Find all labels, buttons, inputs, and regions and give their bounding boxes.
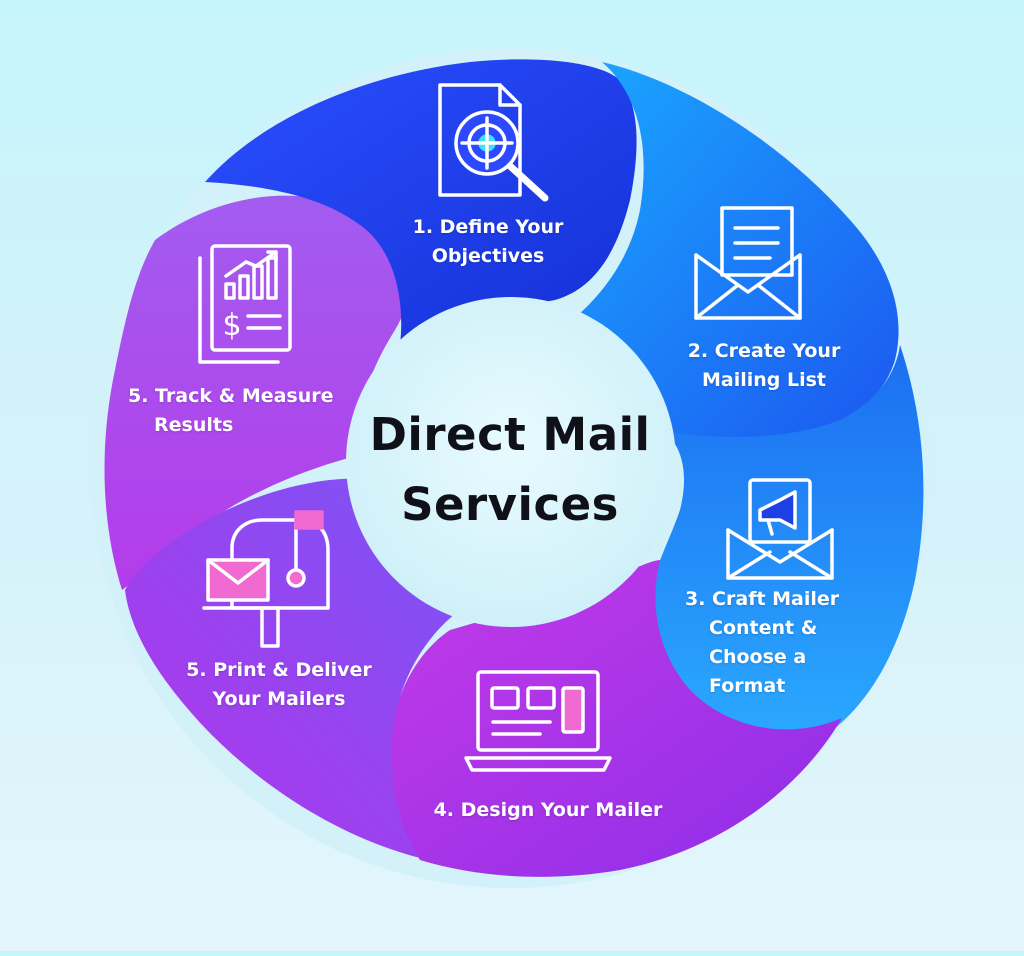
step-label-mailing-list: 2. Create Your Mailing List [664,337,864,395]
segment-define-objectives [205,59,637,345]
step-3-line-1: 3. Craft Mailer [685,588,840,610]
step-3-line-3: Choose a [709,646,807,668]
step-6-line-1: 5. Track & Measure [128,385,334,407]
step-label-print-deliver: 5. Print & Deliver Your Mailers [170,656,388,714]
target-document-icon [438,83,549,202]
segment-craft-content [644,345,924,735]
segment-mailing-list [560,62,899,447]
center-hub [346,297,676,627]
step-label-track-measure: 5. Track & Measure Results [128,382,358,440]
report-chart-icon: $ [198,244,292,364]
step-4-line-1: 4. Design Your Mailer [433,799,663,821]
diagram-title: Direct Mail Services [342,400,678,540]
envelope-list-icon [694,206,802,320]
step-3-line-2: Content & [709,617,818,639]
title-line-2: Services [401,478,619,531]
segment-track-measure [104,195,409,590]
title-line-1: Direct Mail [369,408,651,461]
step-label-craft-content: 3. Craft Mailer Content & Choose a Forma… [685,585,865,701]
step-5-line-2: Your Mailers [212,688,346,710]
step-2-line-2: Mailing List [701,369,827,391]
step-label-design-mailer: 4. Design Your Mailer [408,796,688,825]
step-2-line-1: 2. Create Your [687,340,841,362]
megaphone-envelope-icon [726,478,834,580]
laptop-layout-icon [464,670,612,772]
mailbox-icon [202,510,330,648]
step-6-line-2: Results [154,414,234,436]
step-5-line-1: 5. Print & Deliver [186,659,372,681]
step-3-line-4: Format [709,675,786,697]
step-1-line-2: Objectives [431,245,545,267]
step-label-define-objectives: 1. Define Your Objectives [398,213,578,271]
step-1-line-1: 1. Define Your [412,216,564,238]
svg-text:$: $ [222,308,241,343]
segment-design-mailer [388,560,842,877]
